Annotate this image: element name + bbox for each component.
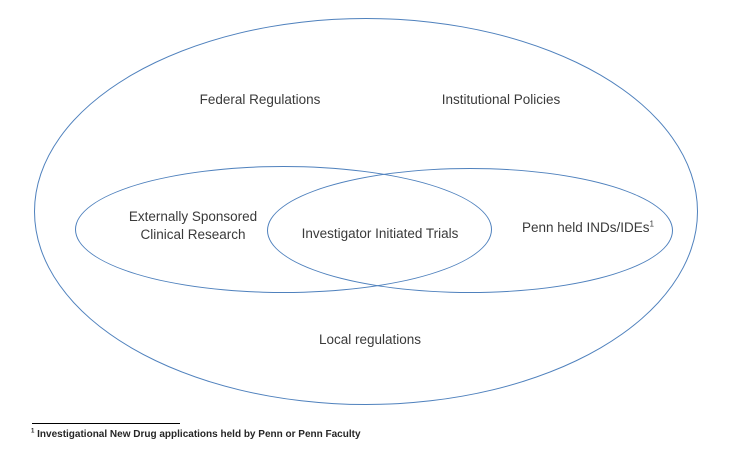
label-penn-text: Penn held INDs/IDEs (521, 220, 650, 235)
label-line-1: Externally Sponsored (128, 209, 258, 224)
label-federal-regulations: Federal Regulations (199, 92, 321, 107)
footnote-body: Investigational New Drug applications he… (37, 429, 361, 440)
label-penn-held-inds-ides: Penn held INDs/IDEs1 (522, 219, 654, 237)
footnote-reference-superscript: 1 (649, 219, 655, 229)
outer-ellipse (34, 18, 698, 405)
footnote-divider-line (32, 423, 180, 424)
label-investigator-initiated-trials: Investigator Initiated Trials (301, 226, 459, 241)
right-ellipse-penn-held-inds (267, 168, 673, 293)
label-local-regulations: Local regulations (318, 332, 422, 347)
footnote-marker-superscript: 1 (31, 428, 35, 435)
label-line-2: Clinical Research (140, 227, 246, 242)
label-institutional-policies: Institutional Policies (441, 92, 561, 107)
label-externally-sponsored-clinical-research: Externally Sponsored Clinical Research (129, 208, 257, 244)
footnote-text: 1 Investigational New Drug applications … (31, 429, 361, 440)
